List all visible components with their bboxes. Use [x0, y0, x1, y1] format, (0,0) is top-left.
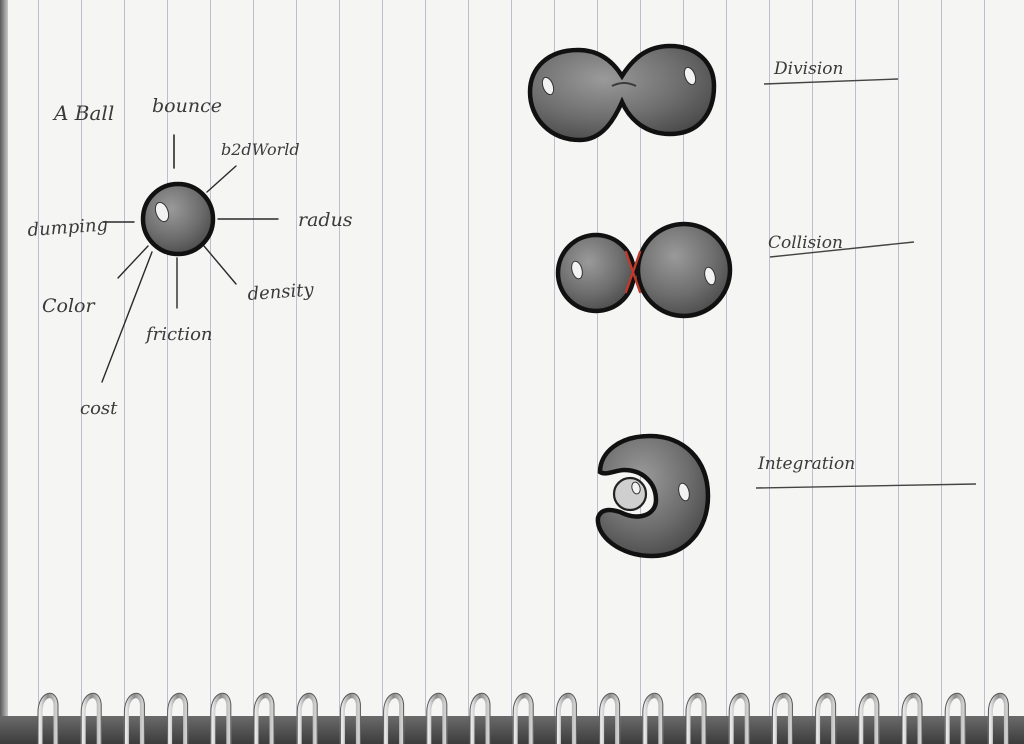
- binding-coil: [555, 693, 577, 744]
- collision-highlight-right: [704, 266, 716, 286]
- connector-cost: [101, 251, 153, 383]
- spiral-binding: [37, 692, 1009, 744]
- label-color: Color: [42, 295, 96, 317]
- label-density: density: [247, 279, 315, 305]
- binding-coil: [858, 693, 880, 744]
- integration-underline: [755, 483, 977, 489]
- ball-highlight: [154, 201, 170, 223]
- binding-coil-edge: [901, 692, 923, 744]
- binding-coil-edge: [858, 692, 880, 744]
- connector-color: [117, 245, 149, 279]
- division-underline: [763, 78, 899, 85]
- binding-coil: [685, 693, 707, 744]
- binding-coil: [296, 693, 318, 744]
- label-bounce: bounce: [152, 95, 222, 117]
- binding-coil-edge: [210, 692, 232, 744]
- binding-coil: [987, 693, 1009, 744]
- connector-b2dworld: [206, 165, 237, 193]
- concept-title: A Ball: [52, 101, 114, 125]
- binding-coil-edge: [815, 692, 837, 744]
- binding-coil-edge: [728, 692, 750, 744]
- integration-label: Integration: [757, 454, 855, 474]
- binding-coil: [728, 693, 750, 744]
- division-shape: [527, 43, 717, 143]
- label-b2dworld: b2dWorld: [221, 140, 300, 159]
- binding-coil: [426, 693, 448, 744]
- division-label: Division: [773, 59, 843, 79]
- collision-underline: [769, 241, 915, 258]
- binding-coil: [901, 693, 923, 744]
- binding-coil: [37, 693, 59, 744]
- binding-coil-edge: [426, 692, 448, 744]
- integration-shape: [595, 433, 711, 559]
- collision-highlight-left: [571, 260, 583, 280]
- label-radius: radus: [298, 209, 353, 231]
- binding-coil: [771, 693, 793, 744]
- binding-coil: [167, 693, 189, 744]
- binding-coil-edge: [599, 692, 621, 744]
- binding-coil-edge: [555, 692, 577, 744]
- division-highlight-left: [541, 76, 555, 96]
- collision-ball-left: [555, 232, 637, 314]
- ball-concept-map: A Ball bounce b2dWorld radus density fri…: [27, 95, 353, 419]
- center-ball: [140, 181, 216, 257]
- binding-coil: [599, 693, 621, 744]
- label-damping: dumping: [27, 214, 109, 241]
- binding-coil-edge: [685, 692, 707, 744]
- division-sketch: Division: [527, 43, 899, 143]
- binding-coil: [469, 693, 491, 744]
- binding-coil: [339, 693, 361, 744]
- binding-coil: [512, 693, 534, 744]
- binding-coil-edge: [512, 692, 534, 744]
- integration-absorbed-ball: [612, 476, 648, 512]
- binding-coil-edge: [771, 692, 793, 744]
- binding-coil-edge: [80, 692, 102, 744]
- binding-coil: [944, 693, 966, 744]
- binding-coil-edge: [469, 692, 491, 744]
- integration-sketch: Integration: [595, 433, 977, 559]
- binding-coil: [123, 693, 145, 744]
- label-friction: friction: [144, 324, 213, 345]
- binding-coil-edge: [37, 692, 59, 744]
- binding-coil: [815, 693, 837, 744]
- collision-sketch: Collision: [555, 221, 915, 319]
- division-pinch-mark: [611, 82, 637, 87]
- connector-density: [203, 245, 237, 285]
- binding-coil-edge: [339, 692, 361, 744]
- binding-coil: [383, 693, 405, 744]
- integration-inner-highlight: [631, 481, 641, 495]
- binding-coil-edge: [383, 692, 405, 744]
- binding-coil-edge: [987, 692, 1009, 744]
- binding-coil: [80, 693, 102, 744]
- ball-shape: [140, 181, 216, 257]
- binding-coil: [642, 693, 664, 744]
- binding-coil-edge: [944, 692, 966, 744]
- binding-coil-edge: [253, 692, 275, 744]
- binding-coil-edge: [642, 692, 664, 744]
- collision-ball-right: [635, 221, 733, 319]
- binding-coil-edge: [296, 692, 318, 744]
- collision-label: Collision: [768, 233, 843, 253]
- division-highlight-right: [683, 66, 697, 86]
- integration-highlight: [678, 482, 690, 502]
- binding-coil-edge: [167, 692, 189, 744]
- collision-contact-mark: [624, 250, 642, 294]
- binding-coil: [253, 693, 275, 744]
- binding-coil-edge: [123, 692, 145, 744]
- label-cost: cost: [80, 398, 118, 419]
- binding-coil: [210, 693, 232, 744]
